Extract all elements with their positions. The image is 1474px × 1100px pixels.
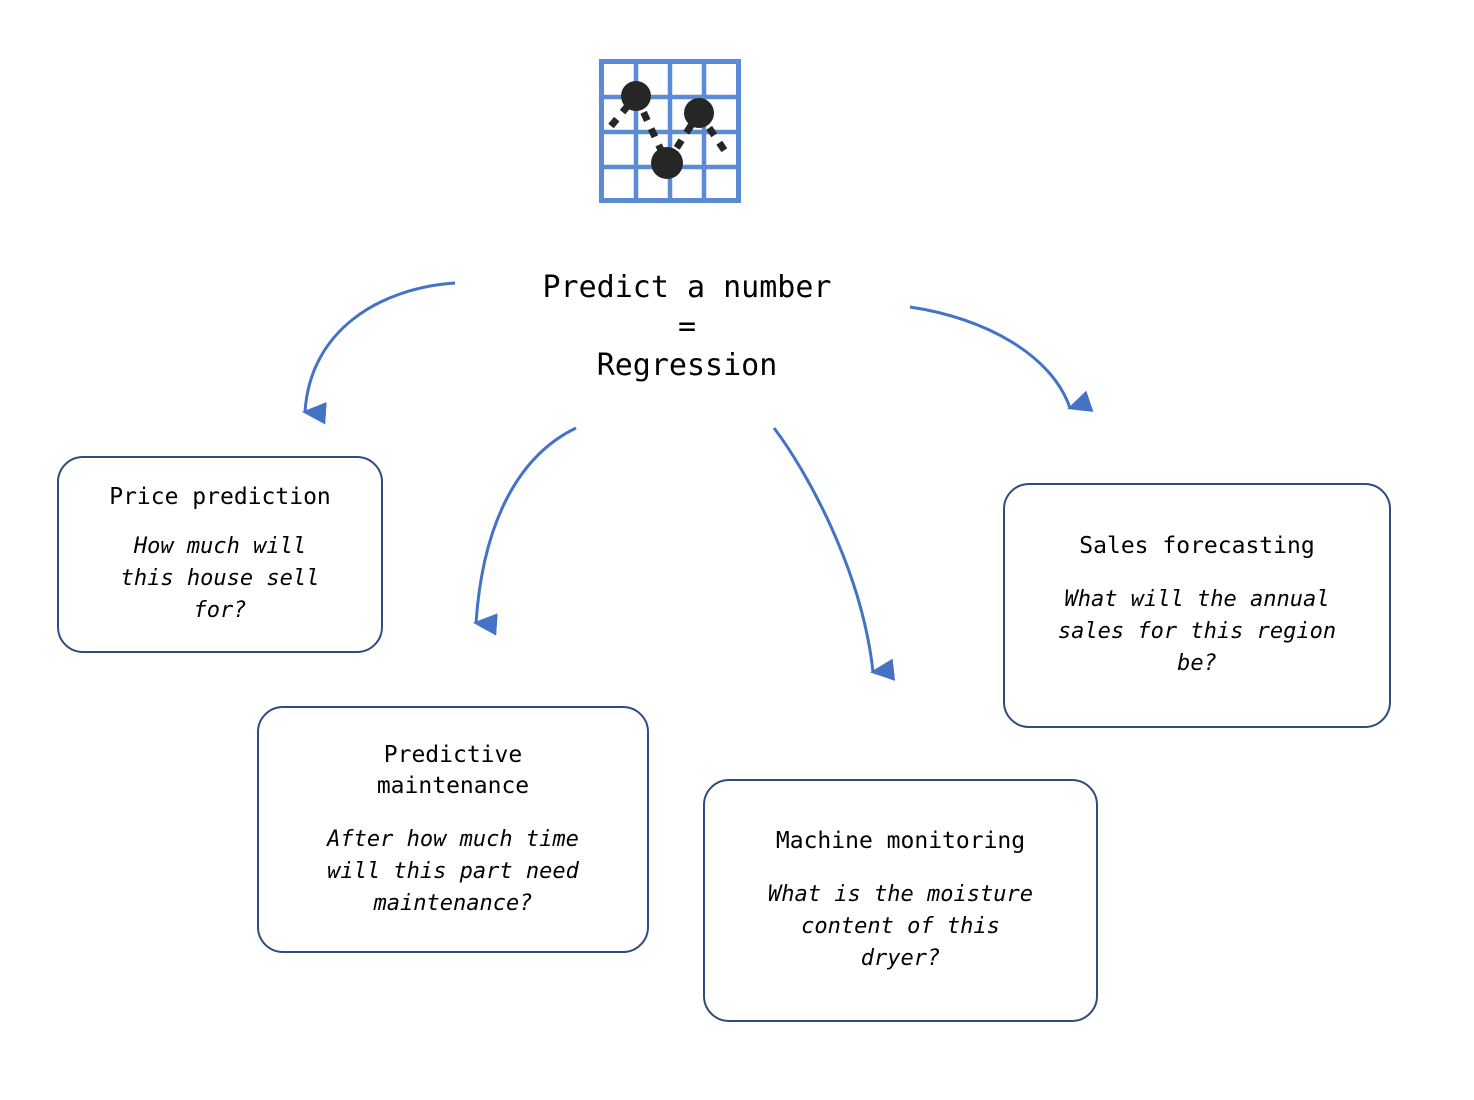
node-box-predictive-maintenance[interactable]: Predictive maintenance After how much ti…	[257, 706, 649, 953]
node-question-price-prediction: How much will this house sell for?	[120, 534, 320, 623]
arrow-to-predictive-maintenance	[473, 426, 577, 636]
node-box-machine-monitoring[interactable]: Machine monitoring What is the moisture …	[703, 779, 1098, 1022]
node-title-price-prediction: Price prediction	[109, 484, 331, 510]
hub-title: Predict a number = Regression	[542, 270, 832, 383]
regression-scatter-grid-icon	[599, 59, 741, 203]
arrow-to-price-prediction	[302, 281, 456, 425]
node-question-predictive-maintenance: After how much time will this part need …	[327, 826, 579, 916]
regression-scatter-grid-icon-svg	[599, 59, 741, 203]
node-title-sales-forecasting: Sales forecasting	[1079, 533, 1315, 559]
node-box-sales-forecasting[interactable]: Sales forecasting What will the annual s…	[1003, 483, 1391, 728]
node-title-predictive-maintenance: Predictive maintenance	[376, 741, 530, 799]
arrow-to-machine-monitoring	[772, 427, 896, 681]
node-question-machine-monitoring: What is the moisture content of this dry…	[768, 882, 1033, 971]
node-box-price-prediction[interactable]: Price prediction How much will this hous…	[57, 456, 383, 653]
node-title-machine-monitoring: Machine monitoring	[775, 828, 1026, 854]
node-question-sales-forecasting: What will the annual sales for this regi…	[1057, 587, 1337, 676]
